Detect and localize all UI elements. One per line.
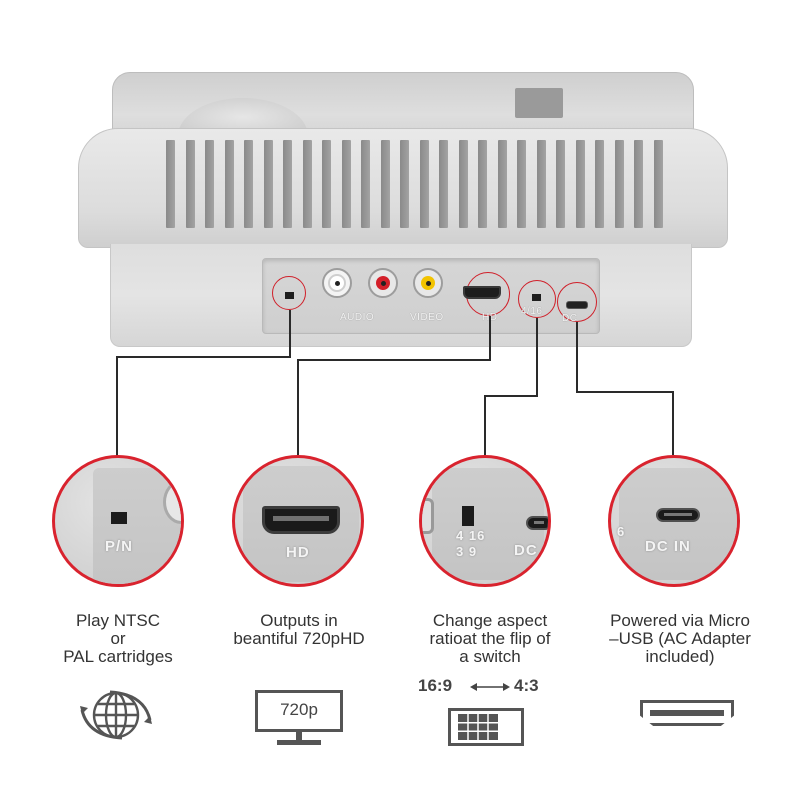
console-photo: AUDIO VIDEO HD 4/16 DC [0,0,800,360]
feature-caption-power: Powered via Micro –USB (AC Adapter inclu… [609,611,751,666]
video-label: VIDEO [410,312,444,323]
video-yellow-jack [413,268,443,298]
globe-icon [80,690,152,740]
ratio-4-3-label: 4:3 [514,676,539,695]
highlight-ring-pn-switch [272,276,306,310]
monitor-720p-label: 720p [280,700,318,719]
aspect-switch [532,294,541,301]
aspect-ratio-row: 16:9 4:3 [418,676,568,700]
dc-label: DC [562,313,578,324]
highlight-ring-aspect-switch [518,280,556,318]
aspect-ratio-icon [448,708,524,746]
feature-caption-ntsc-pal: Play NTSC or PAL cartridges [63,611,173,666]
zoom-pn-label: P/N [105,538,134,555]
zoom-dc-label: DC [514,542,538,559]
zoom-aspect-switch [462,506,474,526]
feature-caption-720p: Outputs in beantiful 720pHD [233,611,365,648]
zoom-circle-hdmi: HD [232,455,364,587]
console-vents [166,140,686,228]
hdmi-port [463,286,501,299]
zoom-circle-micro-usb: DC IN 6 [608,455,740,587]
double-arrow-icon [470,683,510,691]
connector-line-aspect [484,318,538,455]
zoom-micro-usb-port [656,508,700,522]
pn-switch [285,292,294,299]
zoom-hdmi-port [262,506,340,534]
ratio-16-9-label: 16:9 [418,676,453,695]
feature-caption-aspect: Change aspect ratioat the flip of a swit… [429,611,551,666]
audio-white-jack [322,268,352,298]
connector-line-pn [116,310,291,480]
audio-red-jack [368,268,398,298]
connector-line-hdmi [297,316,491,455]
zoom-partial-ratio: 6 [617,524,626,539]
ratio-label: 4/16 [521,306,543,317]
highlight-ring-micro-usb [557,282,597,322]
zoom-pn-switch [111,512,127,524]
zoom-ratio-bottom: 3 9 [456,544,478,559]
connector-line-usb [576,322,674,455]
zoom-circle-aspect: 4 16 3 9 DC [419,455,551,587]
audio-label: AUDIO [340,312,375,323]
zoom-dc-in-label: DC IN [645,538,691,555]
console-cartridge-notch [515,88,563,118]
zoom-hd-label: HD [286,544,310,561]
micro-usb-port [566,301,588,309]
zoom-ratio-top: 4 16 [456,528,486,543]
zoom-partial-usb [526,516,548,530]
zoom-circle-pn: P/N [52,455,184,587]
